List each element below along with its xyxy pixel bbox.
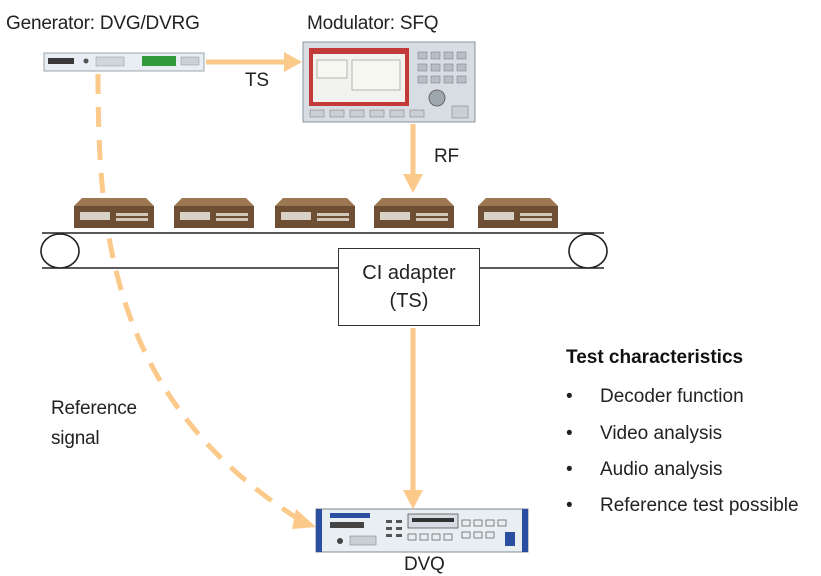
list-item: • Video analysis <box>566 423 806 447</box>
bullet-icon: • <box>566 386 573 407</box>
dvq-label: DVQ <box>404 554 445 575</box>
set-top-box-5 <box>478 198 558 228</box>
conveyor-roller-right <box>568 233 608 269</box>
list-item: • Audio analysis <box>566 459 806 483</box>
dvq-device <box>315 508 529 553</box>
generator-label: Generator: DVG/DVRG <box>6 13 200 34</box>
ts-label: TS <box>245 70 269 91</box>
modulator-device <box>302 41 476 123</box>
list-item: • Reference test possible <box>566 495 816 519</box>
rf-label: RF <box>434 146 459 167</box>
conveyor-roller-left <box>40 233 80 269</box>
set-top-box-1 <box>74 198 154 228</box>
conveyor-belt <box>40 232 608 269</box>
test-characteristics-title: Test characteristics <box>566 347 744 368</box>
ci-adapter-sublabel: (TS) <box>389 290 429 312</box>
bullet-icon: • <box>566 423 573 444</box>
bullet-icon: • <box>566 459 573 480</box>
ci-arrowhead <box>403 490 423 509</box>
set-top-box-4 <box>374 198 454 228</box>
ci-adapter-label: CI adapter <box>362 262 456 284</box>
ts-arrowhead <box>284 52 302 72</box>
list-item-label: Audio analysis <box>600 459 723 480</box>
list-item-label: Decoder function <box>600 386 744 407</box>
bullet-icon: • <box>566 495 573 516</box>
reference-signal-path <box>95 73 302 523</box>
list-item: • Decoder function <box>566 386 806 410</box>
set-top-box-3 <box>275 198 355 228</box>
reference-signal-label-line2: signal <box>51 428 100 449</box>
set-top-boxes <box>74 198 558 228</box>
reference-signal-arrowhead <box>292 509 316 529</box>
list-item-label: Reference test possible <box>600 495 799 516</box>
set-top-box-2 <box>174 198 254 228</box>
reference-signal-label-line1: Reference <box>51 398 137 419</box>
generator-device <box>43 52 205 72</box>
rf-arrowhead <box>403 174 423 193</box>
arrows <box>206 52 423 509</box>
modulator-label: Modulator: SFQ <box>307 13 439 34</box>
list-item-label: Video analysis <box>600 423 723 444</box>
ci-adapter-box: CI adapter (TS) <box>338 248 480 326</box>
